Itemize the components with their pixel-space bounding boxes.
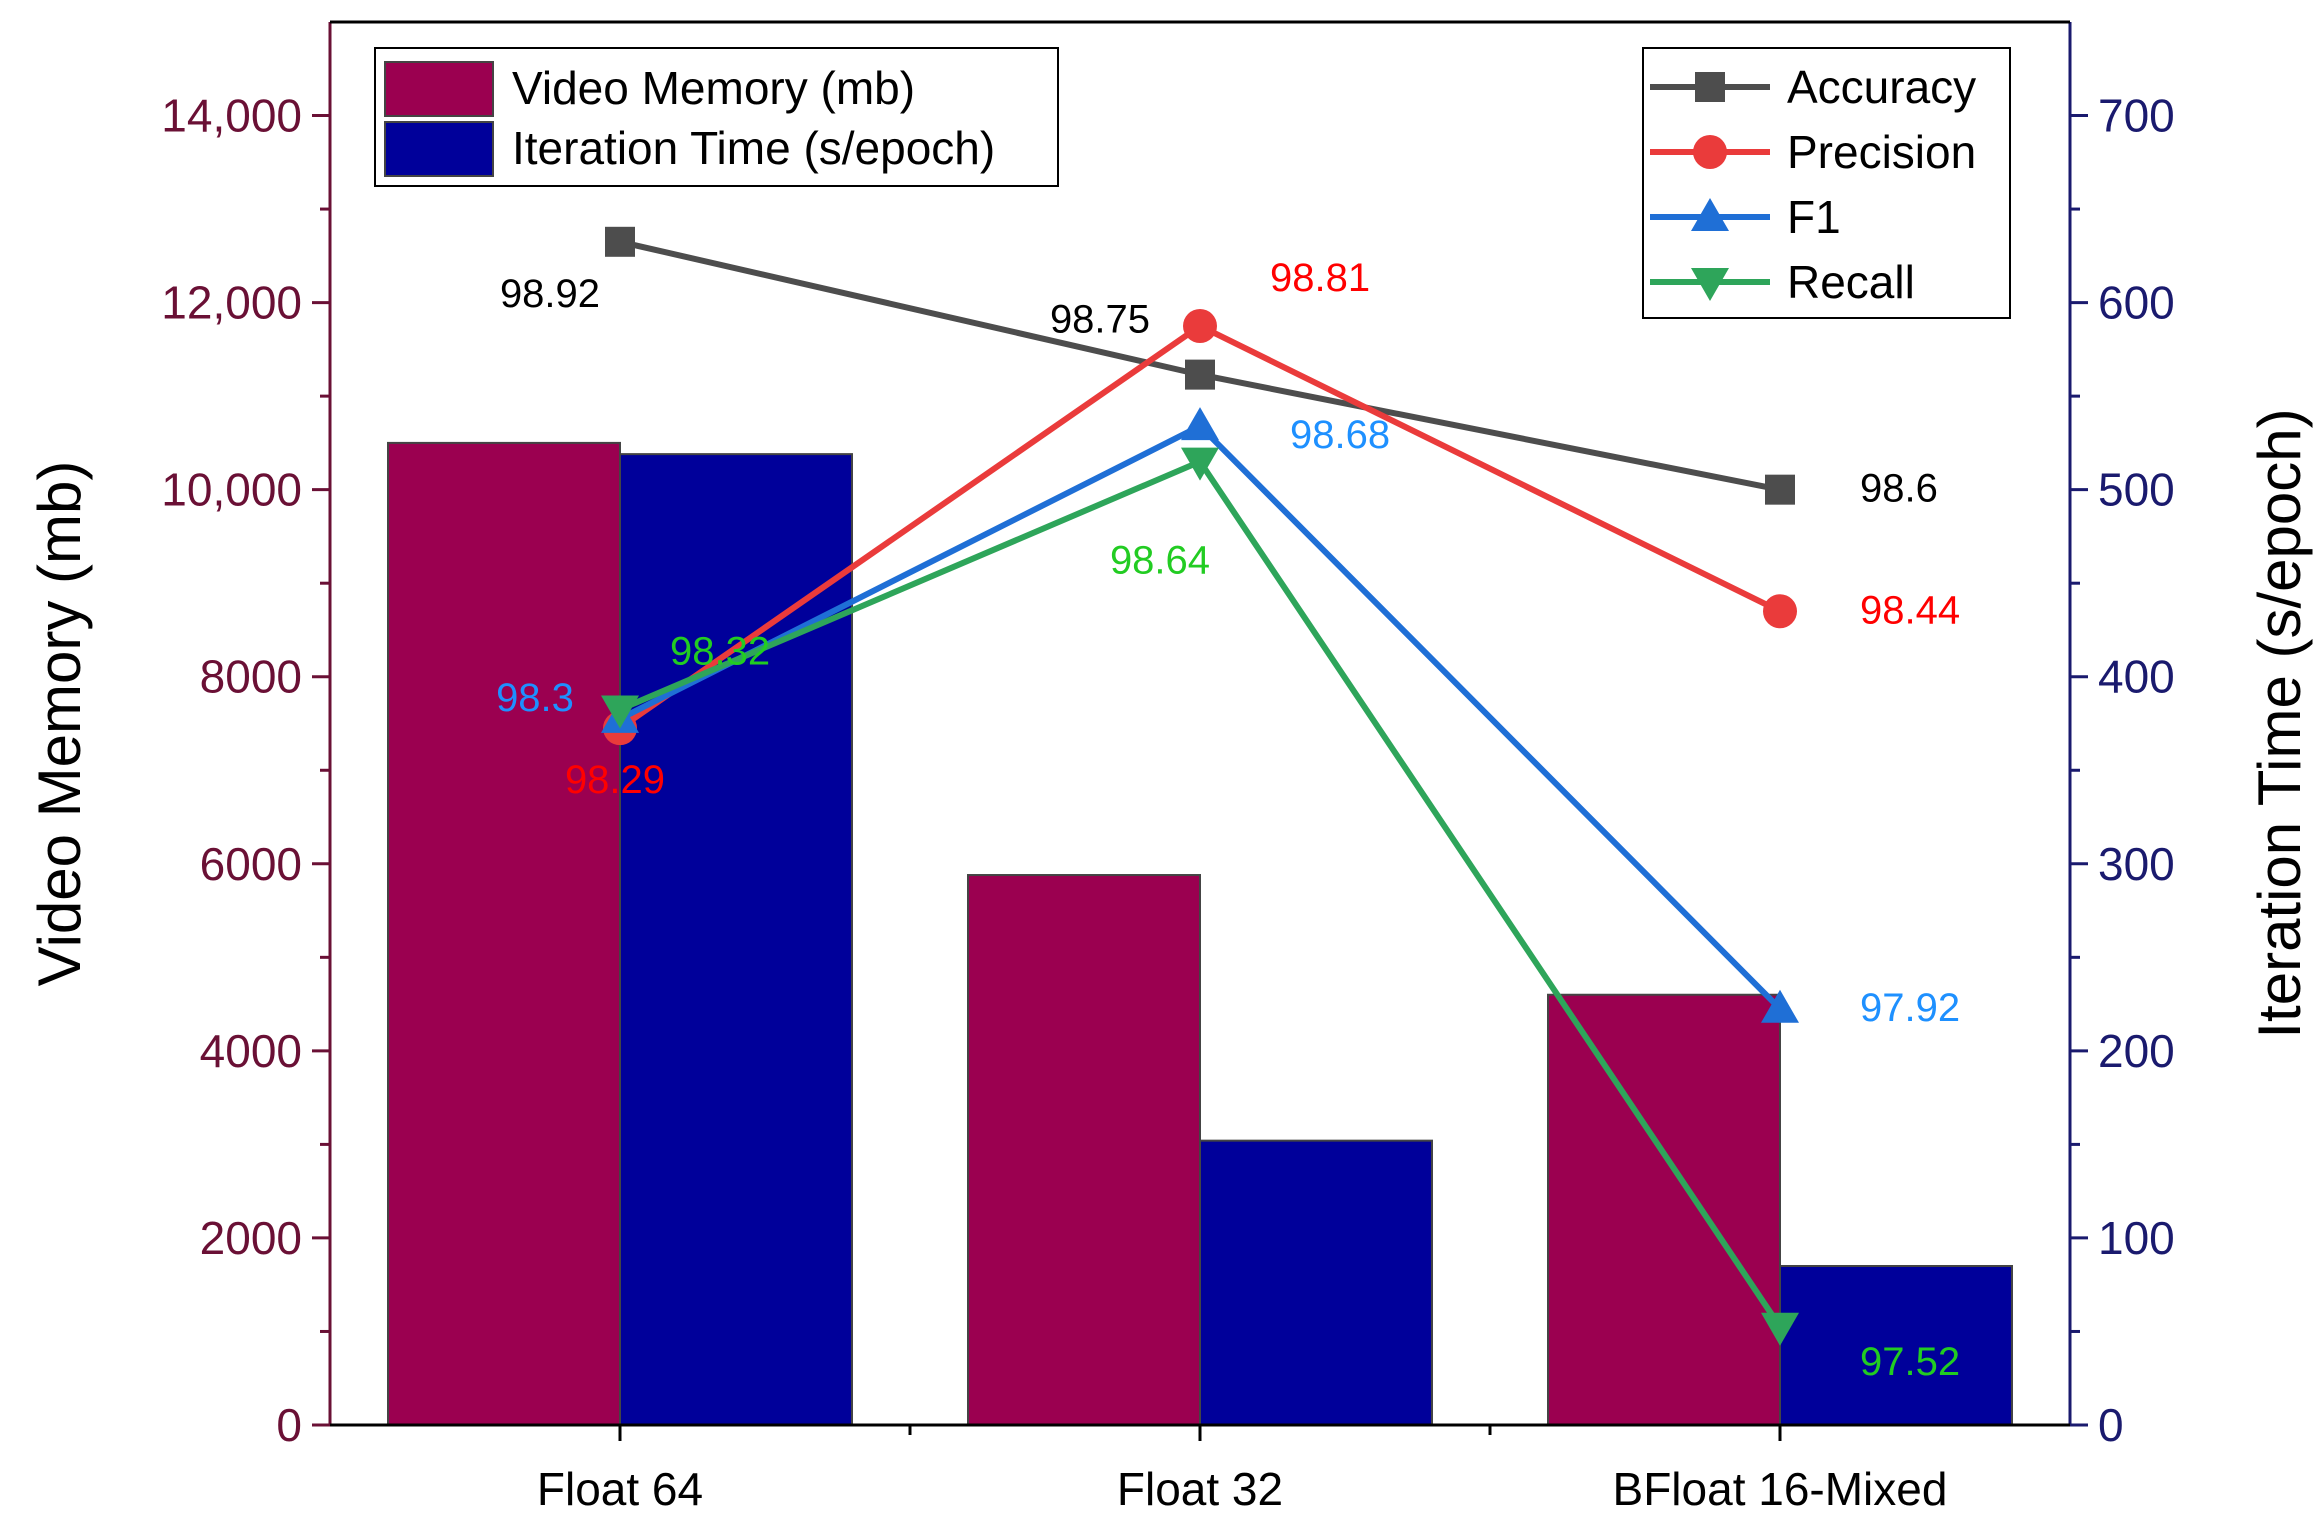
x-tick-label: Float 64 — [537, 1463, 703, 1515]
line-legend-label-2: Precision — [1787, 126, 1976, 178]
line-legend-marker-2 — [1693, 135, 1727, 169]
bar-legend-label-1: Video Memory (mb) — [512, 62, 915, 114]
left-tick-label: 0 — [276, 1399, 302, 1451]
line-legend-label-3: F1 — [1787, 191, 1841, 243]
left-tick-label: 2000 — [200, 1212, 302, 1264]
accuracy-marker-2 — [1185, 359, 1215, 390]
recall-marker-3 — [1761, 1312, 1799, 1346]
bar-video-memory-3 — [1547, 993, 1781, 1426]
left-tick-label: 14,000 — [161, 90, 302, 142]
left-tick-label: 4000 — [200, 1025, 302, 1077]
bars-layer — [387, 441, 2013, 1427]
recall-marker-2 — [1181, 447, 1219, 481]
right-tick-label: 200 — [2098, 1025, 2175, 1077]
x-tick-label: BFloat 16-Mixed — [1613, 1463, 1948, 1515]
accuracy-data-label-3: 98.6 — [1860, 467, 1938, 511]
line-legend-marker-1 — [1695, 72, 1725, 102]
left-tick-label: 10,000 — [161, 464, 302, 516]
left-axis-label: Video Memory (mb) — [26, 461, 93, 987]
bar-legend-swatch-2 — [384, 121, 494, 177]
bar-video-memory-2 — [967, 874, 1201, 1426]
right-tick-label: 300 — [2098, 838, 2175, 890]
axes-layer: 0 2000 4000 6000 8000 10,000 12,000 14,000 0 100 2… — [26, 20, 2313, 1515]
bar-iteration-time-1 — [619, 453, 853, 1426]
right-tick-label: 500 — [2098, 464, 2175, 516]
precision-data-label-3: 98.44 — [1860, 588, 1960, 632]
recall-marker-1 — [601, 695, 639, 729]
left-tick-label: 12,000 — [161, 277, 302, 329]
legend-layer: Video Memory (mb) Iteration Time (s/epoch… — [374, 47, 2011, 319]
accuracy-data-label-1: 98.92 — [500, 272, 600, 316]
accuracy-data-label-2: 98.75 — [1050, 298, 1150, 342]
right-axis-label: Iteration Time (s/epoch) — [2246, 408, 2313, 1038]
right-tick-label: 400 — [2098, 651, 2175, 703]
left-tick-label: 8000 — [200, 651, 302, 703]
f1-data-label-3: 97.92 — [1860, 986, 1960, 1030]
line-legend-label-1: Accuracy — [1787, 61, 1976, 113]
precision-data-label-1: 98.29 — [565, 758, 665, 802]
accuracy-marker-1 — [605, 226, 635, 257]
bar-video-memory-1 — [387, 441, 621, 1426]
precision-data-label-2: 98.81 — [1270, 256, 1370, 300]
bar-legend-label-2: Iteration Time (s/epoch) — [512, 122, 995, 174]
bar-legend-swatch-1 — [384, 61, 494, 117]
line-legend-label-4: Recall — [1787, 256, 1915, 308]
bar-legend: Video Memory (mb) Iteration Time (s/epoch… — [374, 47, 1059, 187]
recall-data-label-2: 98.64 — [1110, 539, 1210, 583]
right-tick-label: 0 — [2098, 1399, 2124, 1451]
lines-layer: 98.92 98.75 98.6 98.29 98.81 98.44 98.3 98.68 97… — [496, 226, 1960, 1384]
f1-marker-2 — [1181, 407, 1219, 441]
bar-iteration-time-3 — [1779, 1264, 2013, 1426]
line-legend-marker-4 — [1691, 268, 1729, 301]
bar-iteration-time-2 — [1199, 1139, 1433, 1427]
precision-marker-2 — [1183, 308, 1217, 343]
x-tick-label: Float 32 — [1117, 1463, 1283, 1515]
left-tick-label: 6000 — [200, 838, 302, 890]
precision-marker-3 — [1763, 594, 1797, 629]
f1-data-label-1: 98.3 — [496, 676, 574, 720]
accuracy-marker-3 — [1765, 474, 1795, 505]
f1-marker-3 — [1761, 989, 1799, 1023]
recall-data-label-3: 97.52 — [1860, 1340, 1960, 1384]
right-tick-label: 100 — [2098, 1212, 2175, 1264]
line-legend-marker-3 — [1691, 198, 1729, 231]
right-tick-label: 600 — [2098, 277, 2175, 329]
right-tick-label: 700 — [2098, 90, 2175, 142]
recall-data-label-1: 98.32 — [670, 629, 770, 673]
f1-data-label-2: 98.68 — [1290, 413, 1390, 457]
